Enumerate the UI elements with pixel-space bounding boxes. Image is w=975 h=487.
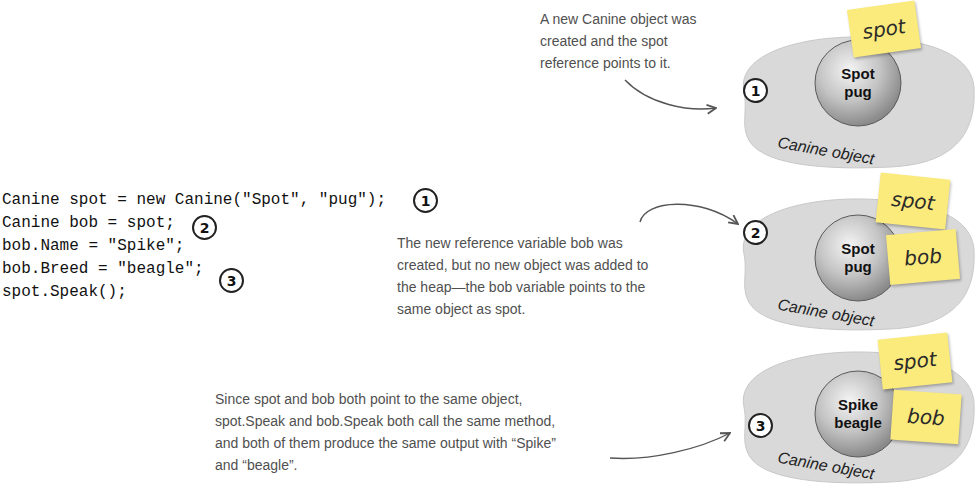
code-line: spot.Speak(); — [2, 282, 127, 302]
code-line: bob.Breed = "beagle"; — [2, 259, 204, 279]
annotation-note: A new Canine object was created and the … — [540, 8, 725, 74]
annotation-note: Since spot and bob both point to the sam… — [215, 388, 570, 476]
object-fields: Spike beagle — [829, 396, 887, 432]
annotation-note: The new reference variable bob was creat… — [397, 232, 652, 320]
reference-note: spot — [876, 172, 951, 229]
callout-number: 1 — [743, 78, 768, 103]
leader-arrow — [625, 80, 716, 109]
callout-number: 3 — [219, 268, 244, 293]
leader-arrow — [610, 433, 730, 458]
leader-arrow — [640, 204, 738, 224]
reference-name: spot — [890, 188, 935, 214]
reference-name: spot — [892, 348, 937, 374]
code-line: Canine spot = new Canine("Spot", "pug"); — [2, 190, 386, 210]
code-line: bob.Name = "Spike"; — [2, 236, 184, 256]
reference-name: bob — [906, 405, 945, 430]
object-fields: Spot pug — [829, 240, 887, 276]
reference-note: spot — [847, 1, 921, 58]
callout-number: 1 — [413, 188, 438, 213]
callout-number: 2 — [743, 220, 768, 245]
code-line: Canine bob = spot; — [2, 213, 175, 233]
reference-note: spot — [878, 332, 953, 389]
reference-note: bob — [886, 229, 960, 285]
callout-number: 3 — [748, 413, 773, 438]
reference-name: spot — [861, 15, 907, 43]
reference-name: bob — [903, 244, 942, 269]
callout-number: 2 — [192, 215, 217, 240]
object-fields: Spot pug — [829, 65, 887, 101]
reference-note: bob — [890, 390, 961, 445]
